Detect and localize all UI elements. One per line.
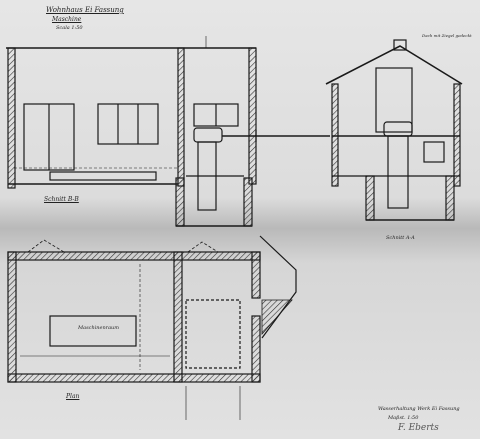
roof-gable bbox=[325, 45, 463, 85]
wall-right bbox=[248, 47, 257, 185]
door-section-a bbox=[375, 67, 413, 133]
section-a-a-drawing bbox=[325, 39, 463, 221]
room-label: Maschinenraum bbox=[78, 325, 120, 331]
floor-plan-drawing bbox=[7, 235, 297, 420]
title-block-line1: Wasserhaltung Werk Ei Fassung bbox=[378, 406, 460, 412]
section-b-b-drawing bbox=[6, 36, 330, 227]
machine-foundation-plan bbox=[49, 315, 137, 347]
signature: F. Eberts bbox=[398, 423, 439, 433]
section-left-label: Schnitt B-B bbox=[44, 196, 79, 203]
plan-label: Plan bbox=[66, 393, 80, 400]
window-middle bbox=[97, 103, 159, 145]
title-block-line2: Maßst. 1:50 bbox=[388, 415, 419, 421]
sheet-scale: Scala 1:50 bbox=[56, 25, 83, 31]
pump-body bbox=[193, 127, 223, 143]
wall-left bbox=[7, 47, 16, 189]
pump-pit-plan bbox=[185, 299, 241, 369]
machine-foundation bbox=[49, 171, 157, 181]
wall-middle bbox=[177, 47, 185, 187]
section-right-label: Schnitt A-A bbox=[386, 235, 415, 241]
roof-note: Dach mit Ziegel gedeckt bbox=[422, 33, 472, 38]
sheet-subtitle: Maschine bbox=[52, 16, 82, 23]
window-section-a bbox=[423, 141, 445, 163]
chimney bbox=[393, 39, 407, 51]
sheet-title: Wohnhaus Ei Fassung bbox=[46, 6, 124, 14]
